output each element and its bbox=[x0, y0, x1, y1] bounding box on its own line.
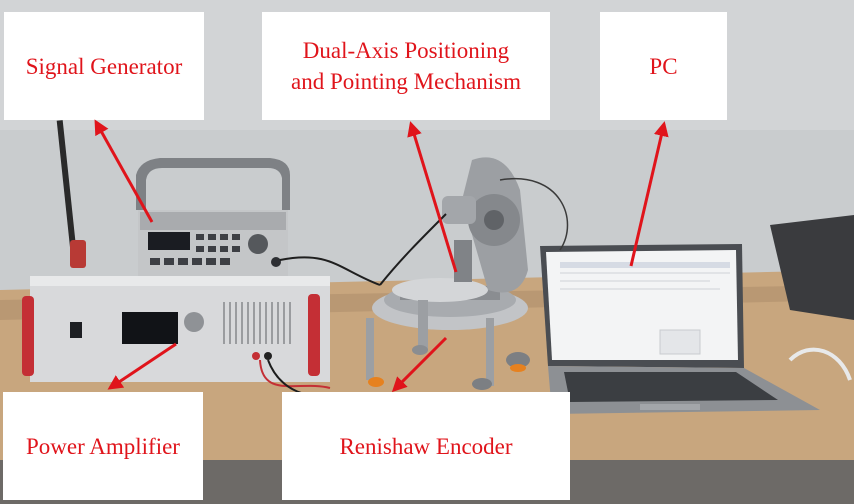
signal-generator-device bbox=[136, 158, 290, 280]
dual-axis-mechanism-device bbox=[366, 157, 530, 390]
dual-axis-mechanism-label-box: Dual-Axis Positioning and Pointing Mecha… bbox=[262, 12, 550, 120]
signal-generator-label: Signal Generator bbox=[25, 53, 183, 79]
power-amplifier-label-box: Power Amplifier bbox=[3, 392, 203, 500]
dual-axis-label-line1: Dual-Axis Positioning bbox=[302, 38, 510, 63]
laptop-device bbox=[540, 244, 852, 414]
dual-axis-mechanism-label: Dual-Axis Positioning and Pointing Mecha… bbox=[291, 35, 521, 97]
renishaw-encoder-label-box: Renishaw Encoder bbox=[282, 392, 570, 500]
pc-label-box: PC bbox=[600, 12, 727, 120]
power-amplifier-label: Power Amplifier bbox=[26, 433, 180, 459]
pc-label: PC bbox=[649, 53, 678, 79]
power-amplifier-device bbox=[22, 276, 341, 398]
renishaw-encoder-label: Renishaw Encoder bbox=[339, 433, 513, 459]
signal-generator-label-box: Signal Generator bbox=[4, 12, 204, 120]
dual-axis-label-line2: and Pointing Mechanism bbox=[291, 69, 521, 94]
